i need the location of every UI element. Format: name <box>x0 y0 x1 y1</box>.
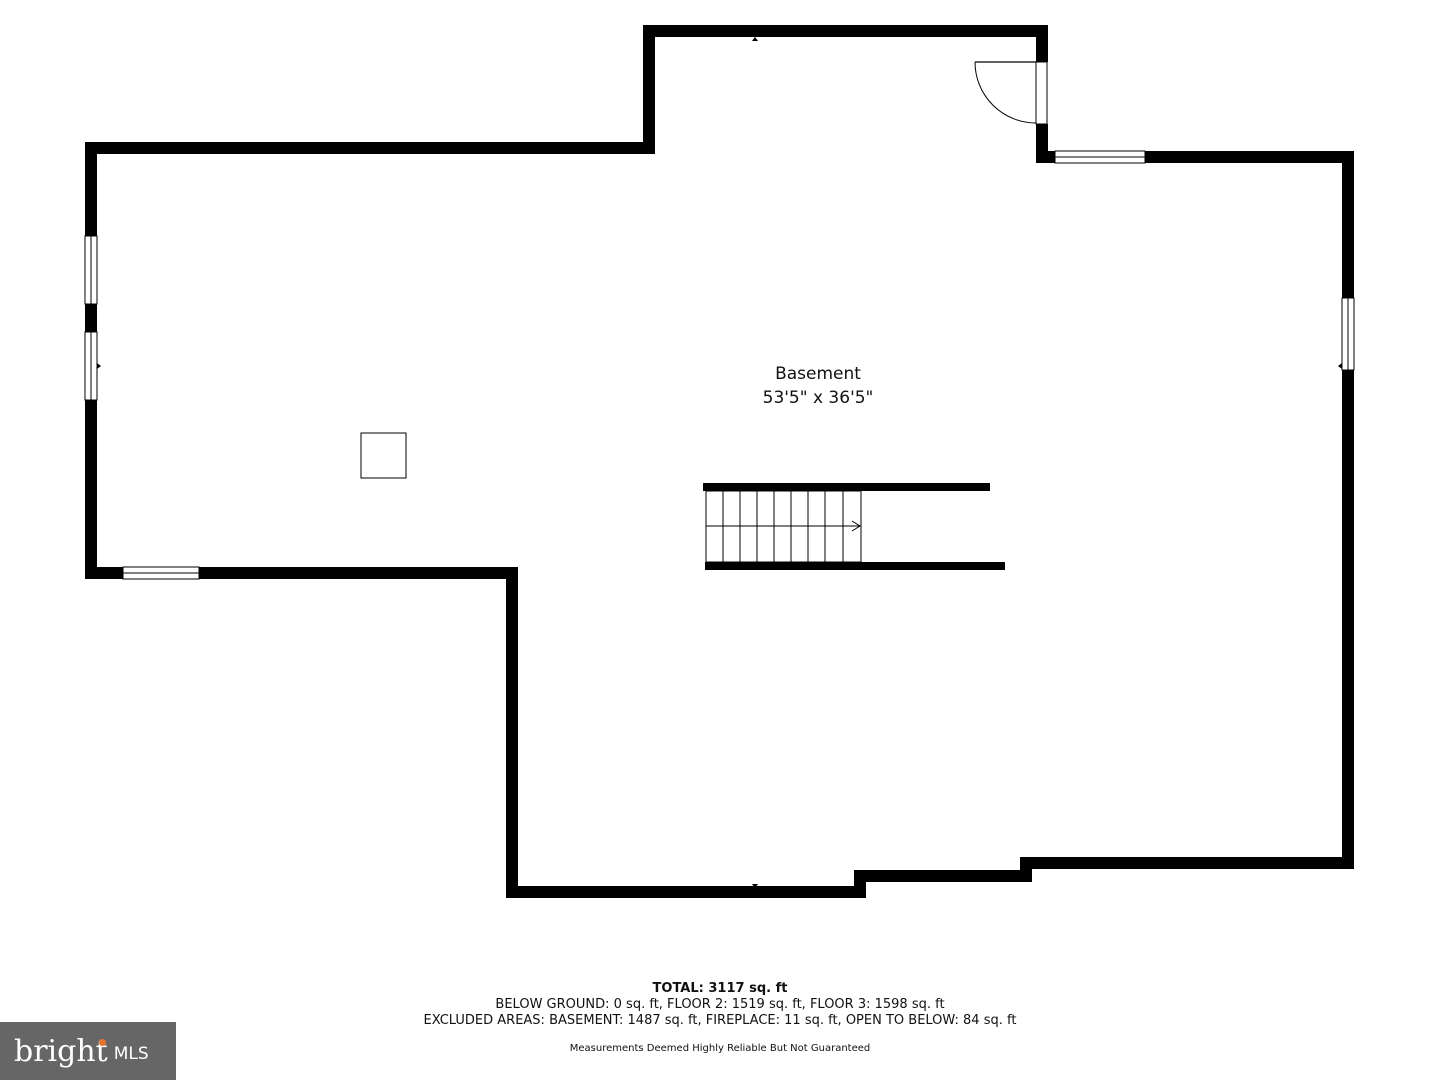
wall-marker-bottom <box>752 884 758 888</box>
window-top-right <box>1054 150 1146 164</box>
exterior-wall-outline <box>85 25 1354 898</box>
logo-accent-dot <box>98 1038 106 1046</box>
logo-brand-text: bright <box>14 1033 108 1069</box>
staircase <box>703 483 1005 570</box>
window-left-lower <box>84 331 98 401</box>
excluded-areas: EXCLUDED AREAS: BASEMENT: 1487 sq. ft, F… <box>423 1013 1017 1028</box>
window-left-upper <box>84 235 98 305</box>
support-column <box>360 432 407 479</box>
bright-mls-logo: bright MLS <box>0 1022 176 1080</box>
total-area: TOTAL: 3117 sq. ft <box>652 981 788 996</box>
window-bottom-left <box>122 566 200 580</box>
logo-suffix: MLS <box>113 1044 149 1064</box>
door-swing-arc <box>974 61 1037 124</box>
room-dimensions: 53'5" x 36'5" <box>763 388 874 408</box>
door-frame <box>1035 61 1048 125</box>
logo-brand: bright <box>14 1034 108 1069</box>
wall-marker-right <box>1338 363 1342 369</box>
wall-marker-left <box>97 363 101 369</box>
floor-areas: BELOW GROUND: 0 sq. ft, FLOOR 2: 1519 sq… <box>495 997 945 1012</box>
window-right <box>1341 297 1355 371</box>
wall-marker-top <box>752 37 758 41</box>
room-name: Basement <box>775 364 861 384</box>
stair-arrow-icon <box>851 520 861 532</box>
measurement-disclaimer: Measurements Deemed Highly Reliable But … <box>569 1043 871 1054</box>
